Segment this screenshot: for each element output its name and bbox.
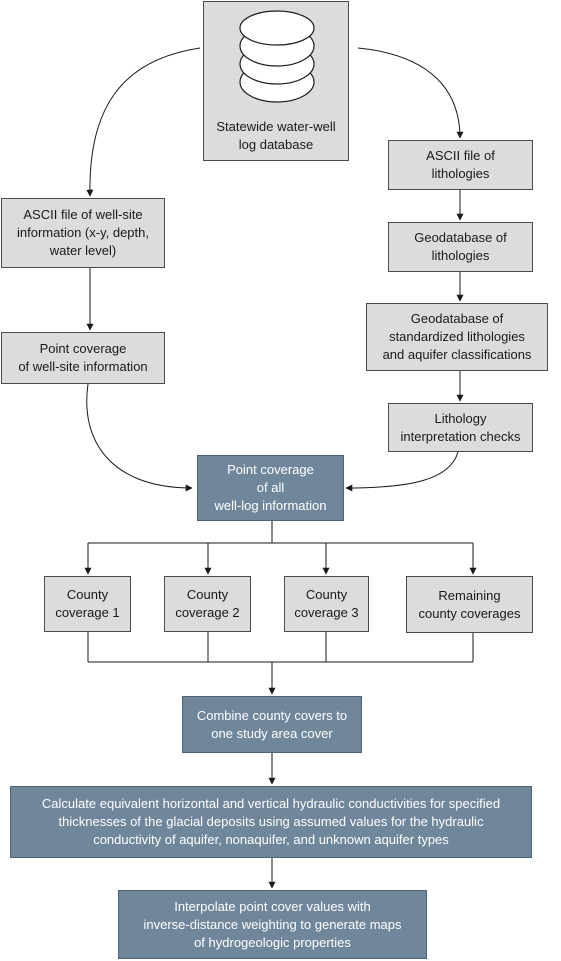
county-coverage-3-box: County coverage 3 [284, 576, 369, 632]
statewide-database-box: Statewide water-well log database [203, 1, 349, 161]
merge-line [87, 632, 474, 663]
arrow-db-to-lithologies [357, 47, 464, 139]
ascii-wellsite-box: ASCII file of well-site information (x-y… [1, 198, 165, 268]
county-coverage-1-box: County coverage 1 [44, 576, 131, 632]
arrow-checks-to-all [345, 451, 459, 492]
remaining-county-coverages-box: Remaining county coverages [406, 576, 533, 633]
branch-line [88, 521, 473, 544]
database-icon [239, 10, 315, 103]
lithology-checks-box: Lithology interpretation checks [388, 403, 533, 452]
point-coverage-wellsite-box: Point coverage of well-site information [1, 332, 165, 384]
ascii-lithologies-box: ASCII file of lithologies [388, 140, 533, 190]
county-coverage-2-box: County coverage 2 [164, 576, 251, 632]
arrow-db-to-wellsite [86, 47, 201, 197]
calculate-conductivities-box: Calculate equivalent horizontal and vert… [10, 786, 532, 858]
geodatabase-lithologies-box: Geodatabase of lithologies [388, 222, 533, 272]
point-coverage-all-box: Point coverage of all well-log informati… [197, 455, 344, 521]
combine-county-covers-box: Combine county covers to one study area … [182, 696, 362, 753]
geodatabase-standardized-box: Geodatabase of standardized lithologies … [366, 303, 548, 371]
arrow-pointcov-to-all [86, 383, 193, 492]
interpolate-box: Interpolate point cover values with inve… [118, 890, 427, 959]
